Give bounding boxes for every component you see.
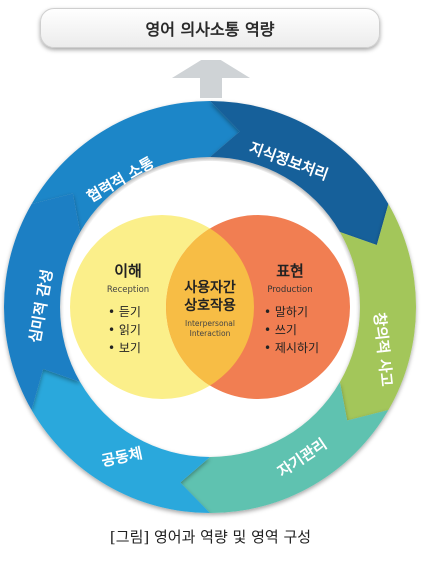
production-item-writing: • 쓰기 [264,323,297,337]
diagram-title-box: 영어 의사소통 역량 [40,8,380,48]
up-arrow-icon [172,60,250,98]
interaction-subtitle-line1: Interpersonal [185,319,235,328]
interaction-subtitle-line2: Interaction [190,329,231,338]
production-title: 표현 [276,262,304,280]
reception-title: 이해 [114,262,142,280]
production-subtitle: Production [267,285,312,295]
outer-ring [4,101,416,513]
figure-caption: [그림] 영어과 역량 및 영역 구성 [109,528,312,546]
diagram-title: 영어 의사소통 역량 [145,20,275,39]
venn-intersection [166,215,254,399]
ring-segment-knowledge [210,101,389,245]
reception-item-listening: • 듣기 [108,305,141,319]
competency-diagram: 협력적 소통 지식정보처리 창의적 사고 자기관리 공동체 심미적 감성 이해 … [4,60,416,513]
ring-segment-aesthetic [4,193,81,410]
production-item-speaking: • 말하기 [264,305,308,319]
interaction-title-line2: 상호작용 [184,297,236,314]
reception-subtitle: Reception [107,285,149,295]
ring-segment-creative [339,204,416,421]
reception-item-viewing: • 보기 [108,341,141,355]
ring-segment-community [31,369,210,513]
interaction-title-line1: 사용자간 [184,279,236,296]
ring-segment-self-management [180,382,389,513]
ring-segment-collaboration [31,101,240,232]
reception-item-reading: • 읽기 [108,323,141,337]
production-item-presenting: • 제시하기 [264,341,319,355]
